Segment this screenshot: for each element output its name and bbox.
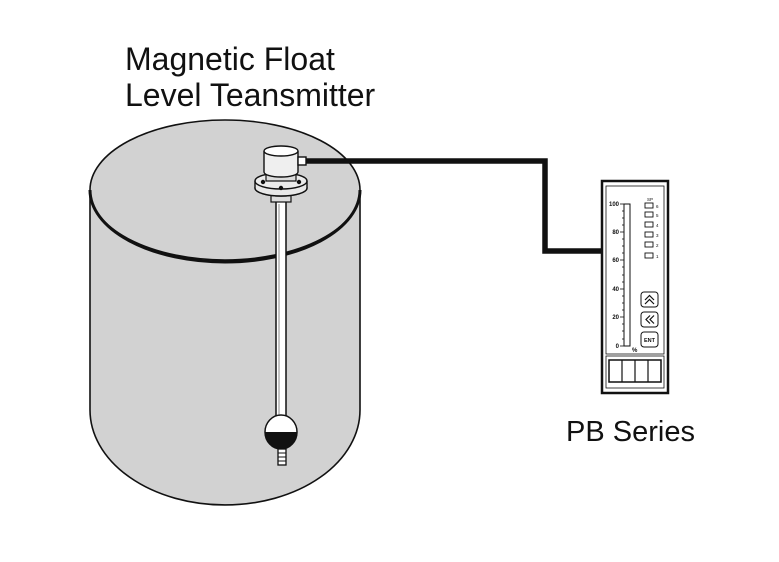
scale-tick-0: 0 [616,344,620,350]
svg-text:2: 2 [656,243,659,248]
indicator-led-4 [644,221,654,228]
scale-unit: % [632,348,638,354]
indicator-led-3 [644,231,654,238]
svg-text:4: 4 [656,223,659,228]
title-line-2: Level Teansmitter [125,77,376,113]
guide-tube [275,199,287,429]
svg-text:6: 6 [656,204,659,209]
enter-button-label: ENT [644,338,656,344]
level-bar [623,203,631,347]
enter-button[interactable] [640,331,659,348]
indicator-led-6 [644,202,654,209]
svg-text:1: 1 [656,254,659,259]
title-line-1: Magnetic Float [125,41,335,77]
level-transmitter [254,145,308,429]
scale-tick-100: 100 [609,202,620,208]
svg-text:5: 5 [656,213,659,218]
scale-tick-80: 80 [612,230,619,236]
indicator-header: SP [647,197,653,202]
tank [88,119,362,506]
float [264,414,298,466]
left-arrow-icon [645,315,655,324]
pb-meter: 100 80 60 40 20 0 % SP 6 5 4 3 2 1 [600,179,670,395]
device-label: PB Series [566,416,695,448]
svg-text:3: 3 [656,233,659,238]
up-arrow-icon [644,294,655,305]
scale-tick-60: 60 [612,258,619,264]
transmitter-head [263,151,299,178]
indicator-led-2 [644,241,654,248]
indicator-led-5 [644,211,654,218]
cable-gland [297,156,307,166]
indicator-led-1 [644,252,654,259]
tank-rim [88,189,362,264]
scale-tick-40: 40 [612,287,619,293]
signal-cable [304,158,604,254]
tank-top [89,119,361,261]
scale-tick-20: 20 [612,315,619,321]
